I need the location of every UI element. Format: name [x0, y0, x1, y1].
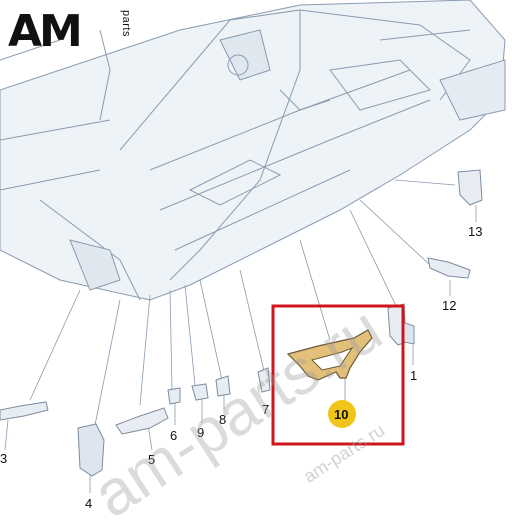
- part-13[interactable]: [457, 169, 483, 206]
- part-12[interactable]: [427, 257, 471, 279]
- callout-labels: 13 12 1 10 7 8 9 6 5 4 3: [0, 224, 482, 511]
- callout-12[interactable]: 12: [442, 298, 456, 313]
- logo-sub-text: parts: [120, 10, 132, 37]
- logo-main-text: AM: [8, 6, 83, 57]
- part-5[interactable]: [115, 407, 169, 435]
- part-7[interactable]: [257, 367, 271, 393]
- callout-10[interactable]: 10: [334, 407, 348, 422]
- part-9[interactable]: [191, 383, 209, 401]
- part-1[interactable]: [387, 303, 415, 346]
- callout-6[interactable]: 6: [170, 428, 177, 443]
- callout-5[interactable]: 5: [148, 452, 155, 467]
- part-4[interactable]: [77, 423, 105, 477]
- part-3[interactable]: [0, 401, 49, 421]
- callout-1[interactable]: 1: [410, 368, 417, 383]
- part-6[interactable]: [167, 387, 181, 405]
- leader-lines: [4, 179, 477, 493]
- callout-13[interactable]: 13: [468, 224, 482, 239]
- callout-7[interactable]: 7: [262, 402, 269, 417]
- car-body-linework: [0, 0, 506, 301]
- callout-9[interactable]: 9: [197, 425, 204, 440]
- callout-8[interactable]: 8: [219, 412, 226, 427]
- part-8[interactable]: [215, 375, 231, 397]
- selected-part-highlight-box: [271, 304, 405, 446]
- part-10-selected[interactable]: [286, 329, 373, 381]
- am-parts-logo: AM parts: [8, 8, 148, 56]
- callout-4[interactable]: 4: [85, 496, 92, 511]
- diagram-canvas: 13 12 1 10 7 8 9 6 5 4 3: [0, 0, 506, 511]
- selected-callout-badge: [328, 400, 356, 428]
- callout-3[interactable]: 3: [0, 451, 7, 466]
